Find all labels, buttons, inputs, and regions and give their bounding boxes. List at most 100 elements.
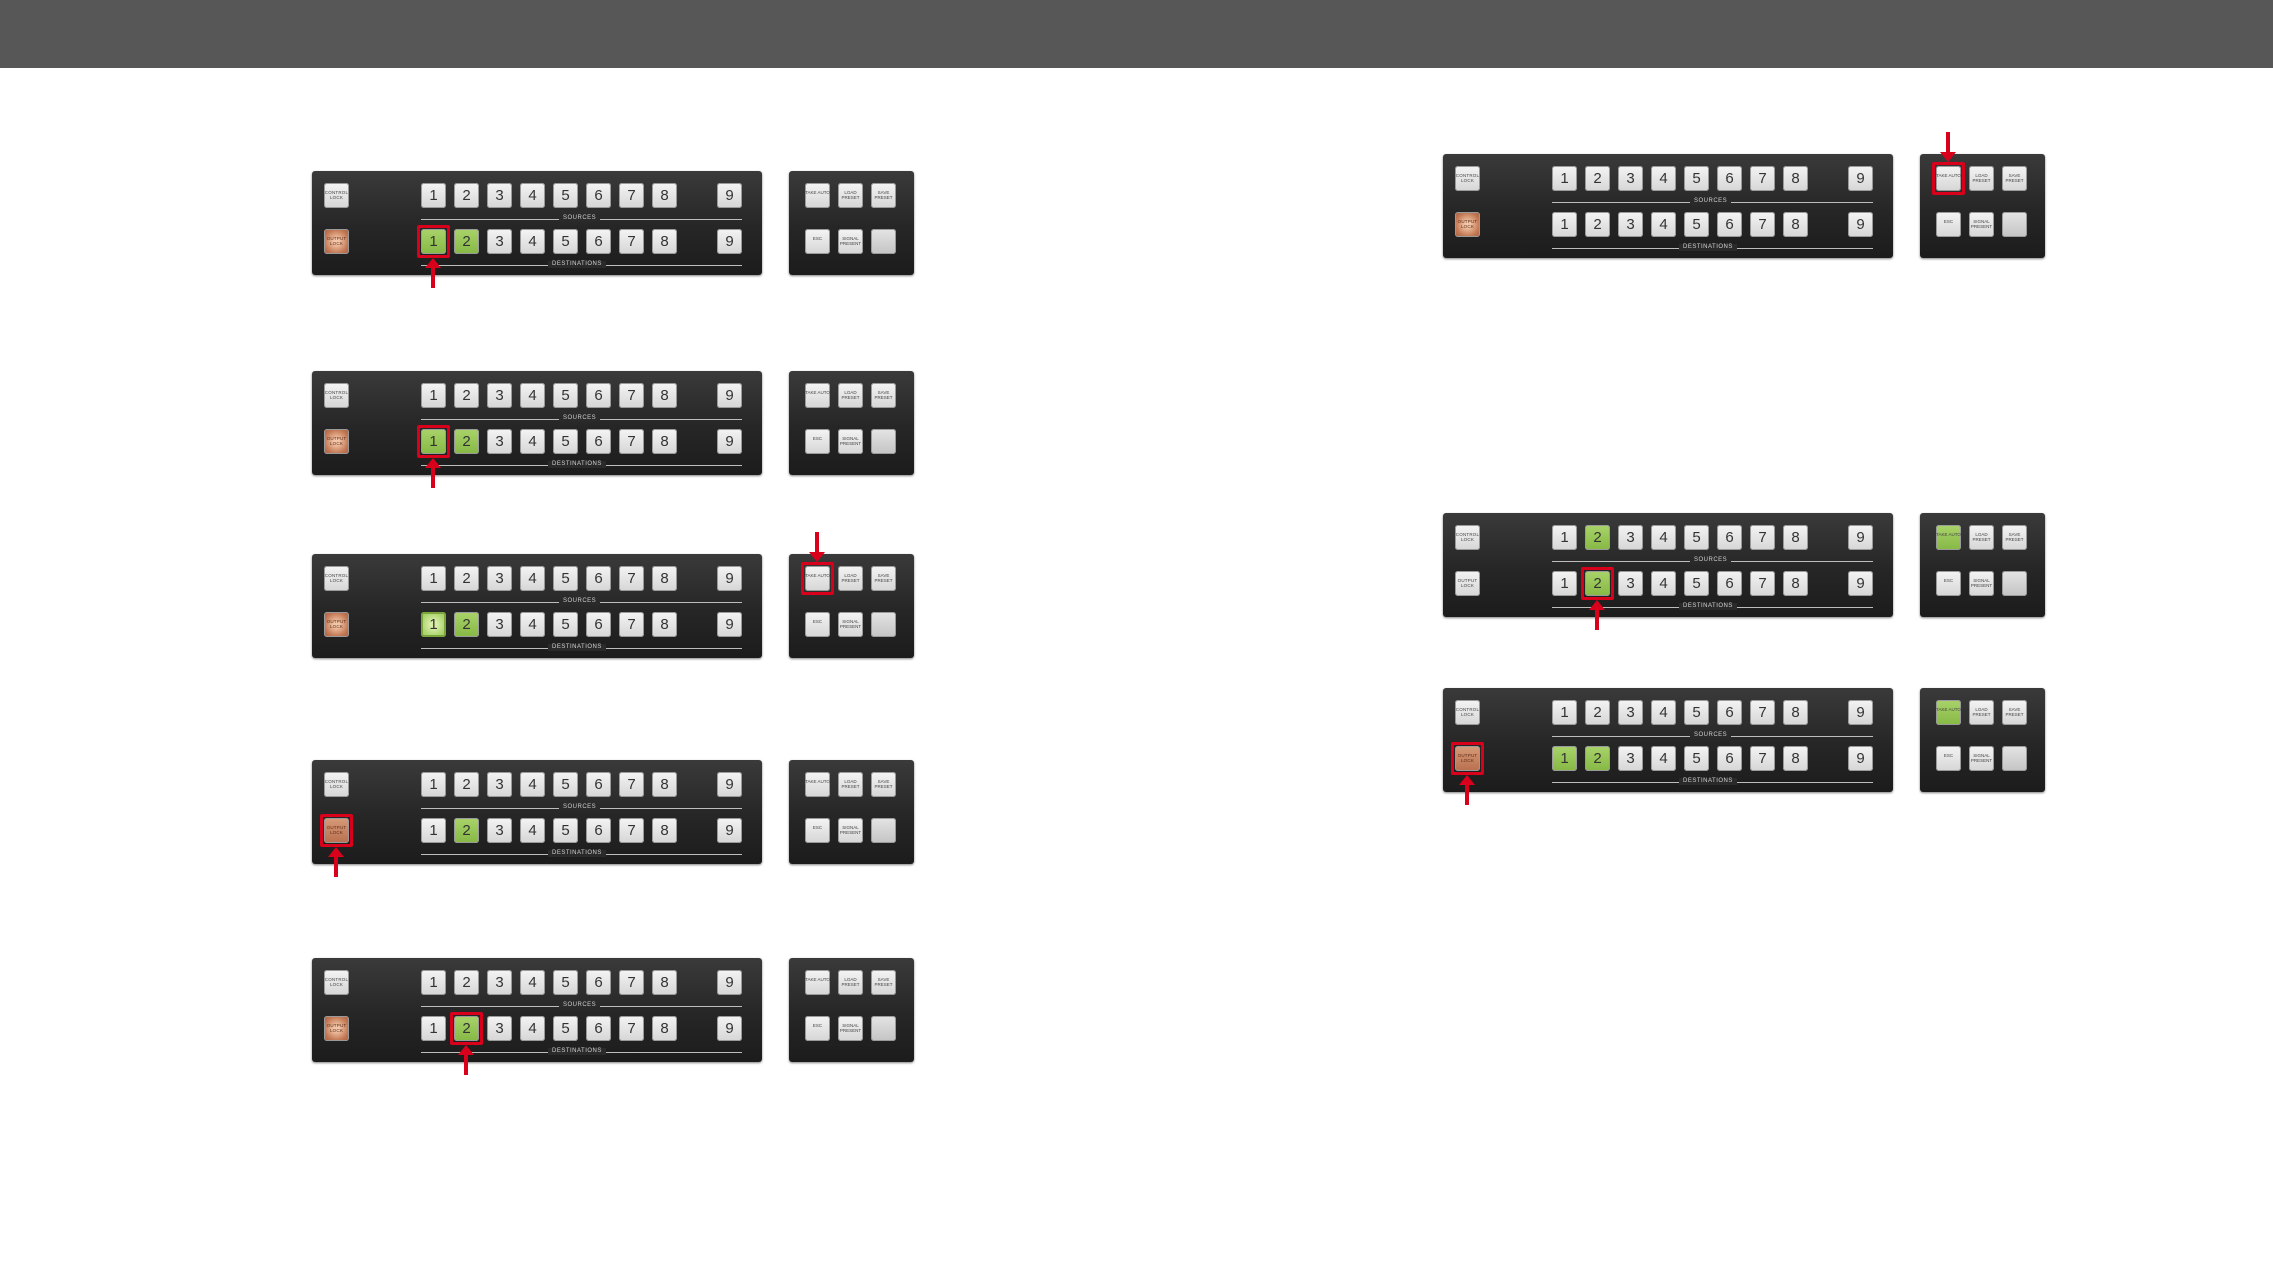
destination-button-7[interactable]: 7: [619, 229, 644, 254]
destination-button-6[interactable]: 6: [1717, 212, 1742, 237]
source-button-6[interactable]: 6: [586, 183, 611, 208]
destination-button-8[interactable]: 8: [652, 612, 677, 637]
source-button-4[interactable]: 4: [520, 970, 545, 995]
destination-button-9[interactable]: 9: [717, 818, 742, 843]
source-button-4[interactable]: 4: [1651, 166, 1676, 191]
source-button-9[interactable]: 9: [717, 183, 742, 208]
esc-button[interactable]: ESC: [805, 1016, 830, 1041]
destination-button-2[interactable]: 2: [454, 818, 479, 843]
take-auto-button[interactable]: TAKE AUTO: [805, 566, 830, 591]
destination-button-1[interactable]: 1: [421, 612, 446, 637]
source-button-9[interactable]: 9: [1848, 166, 1873, 191]
esc-button[interactable]: ESC: [1936, 212, 1961, 237]
source-button-8[interactable]: 8: [652, 970, 677, 995]
source-button-6[interactable]: 6: [1717, 700, 1742, 725]
source-button-1[interactable]: 1: [421, 566, 446, 591]
take-auto-button[interactable]: TAKE AUTO: [805, 772, 830, 797]
destination-button-8[interactable]: 8: [652, 429, 677, 454]
destination-button-3[interactable]: 3: [1618, 212, 1643, 237]
take-auto-button[interactable]: TAKE AUTO: [805, 183, 830, 208]
source-button-2[interactable]: 2: [454, 383, 479, 408]
destination-button-9[interactable]: 9: [1848, 746, 1873, 771]
source-button-7[interactable]: 7: [1750, 525, 1775, 550]
control-lock-button[interactable]: CONTROL LOCK: [324, 772, 349, 797]
destination-button-5[interactable]: 5: [553, 818, 578, 843]
destination-button-1[interactable]: 1: [1552, 746, 1577, 771]
source-button-3[interactable]: 3: [1618, 525, 1643, 550]
destination-button-3[interactable]: 3: [487, 1016, 512, 1041]
destination-button-1[interactable]: 1: [421, 429, 446, 454]
destination-button-5[interactable]: 5: [1684, 746, 1709, 771]
save-preset-button[interactable]: SAVE PRESET: [2002, 700, 2027, 725]
esc-button[interactable]: ESC: [1936, 746, 1961, 771]
output-lock-button[interactable]: OUTPUT LOCK: [324, 229, 349, 254]
destination-button-5[interactable]: 5: [553, 612, 578, 637]
destination-button-3[interactable]: 3: [487, 818, 512, 843]
take-auto-button[interactable]: TAKE AUTO: [1936, 700, 1961, 725]
output-lock-button[interactable]: OUTPUT LOCK: [1455, 212, 1480, 237]
take-auto-button[interactable]: TAKE AUTO: [805, 383, 830, 408]
destination-button-4[interactable]: 4: [1651, 746, 1676, 771]
destination-button-5[interactable]: 5: [553, 229, 578, 254]
take-auto-button[interactable]: TAKE AUTO: [805, 970, 830, 995]
source-button-4[interactable]: 4: [1651, 525, 1676, 550]
source-button-6[interactable]: 6: [586, 772, 611, 797]
destination-button-9[interactable]: 9: [717, 229, 742, 254]
destination-button-2[interactable]: 2: [454, 612, 479, 637]
destination-button-8[interactable]: 8: [652, 818, 677, 843]
source-button-8[interactable]: 8: [652, 383, 677, 408]
destination-button-4[interactable]: 4: [520, 818, 545, 843]
destination-button-9[interactable]: 9: [717, 429, 742, 454]
destination-button-7[interactable]: 7: [619, 612, 644, 637]
source-button-1[interactable]: 1: [421, 970, 446, 995]
source-button-1[interactable]: 1: [1552, 166, 1577, 191]
source-button-3[interactable]: 3: [487, 383, 512, 408]
esc-button[interactable]: ESC: [805, 612, 830, 637]
destination-button-7[interactable]: 7: [619, 818, 644, 843]
load-preset-button[interactable]: LOAD PRESET: [1969, 166, 1994, 191]
load-preset-button[interactable]: LOAD PRESET: [838, 566, 863, 591]
source-button-7[interactable]: 7: [619, 383, 644, 408]
destination-button-1[interactable]: 1: [1552, 212, 1577, 237]
source-button-4[interactable]: 4: [520, 183, 545, 208]
source-button-7[interactable]: 7: [1750, 166, 1775, 191]
source-button-7[interactable]: 7: [619, 566, 644, 591]
source-button-1[interactable]: 1: [1552, 700, 1577, 725]
source-button-9[interactable]: 9: [717, 970, 742, 995]
source-button-3[interactable]: 3: [1618, 166, 1643, 191]
source-button-3[interactable]: 3: [1618, 700, 1643, 725]
source-button-5[interactable]: 5: [553, 970, 578, 995]
destination-button-6[interactable]: 6: [586, 1016, 611, 1041]
blank-button[interactable]: [871, 229, 896, 254]
source-button-6[interactable]: 6: [1717, 166, 1742, 191]
source-button-3[interactable]: 3: [487, 970, 512, 995]
blank-button[interactable]: [2002, 212, 2027, 237]
destination-button-6[interactable]: 6: [586, 229, 611, 254]
blank-button[interactable]: [871, 429, 896, 454]
save-preset-button[interactable]: SAVE PRESET: [2002, 525, 2027, 550]
load-preset-button[interactable]: LOAD PRESET: [838, 772, 863, 797]
destination-button-7[interactable]: 7: [1750, 212, 1775, 237]
destination-button-5[interactable]: 5: [1684, 212, 1709, 237]
signal-present-button[interactable]: SIGNAL PRESENT: [838, 229, 863, 254]
destination-button-1[interactable]: 1: [1552, 571, 1577, 596]
destination-button-8[interactable]: 8: [1783, 571, 1808, 596]
blank-button[interactable]: [2002, 571, 2027, 596]
source-button-2[interactable]: 2: [1585, 700, 1610, 725]
signal-present-button[interactable]: SIGNAL PRESENT: [1969, 746, 1994, 771]
source-button-2[interactable]: 2: [1585, 525, 1610, 550]
source-button-8[interactable]: 8: [1783, 166, 1808, 191]
load-preset-button[interactable]: LOAD PRESET: [1969, 700, 1994, 725]
source-button-2[interactable]: 2: [454, 772, 479, 797]
source-button-4[interactable]: 4: [520, 383, 545, 408]
source-button-2[interactable]: 2: [454, 970, 479, 995]
destination-button-5[interactable]: 5: [553, 429, 578, 454]
source-button-8[interactable]: 8: [652, 566, 677, 591]
source-button-6[interactable]: 6: [586, 970, 611, 995]
destination-button-4[interactable]: 4: [1651, 571, 1676, 596]
source-button-2[interactable]: 2: [1585, 166, 1610, 191]
signal-present-button[interactable]: SIGNAL PRESENT: [1969, 212, 1994, 237]
destination-button-6[interactable]: 6: [1717, 746, 1742, 771]
source-button-5[interactable]: 5: [553, 566, 578, 591]
destination-button-1[interactable]: 1: [421, 818, 446, 843]
